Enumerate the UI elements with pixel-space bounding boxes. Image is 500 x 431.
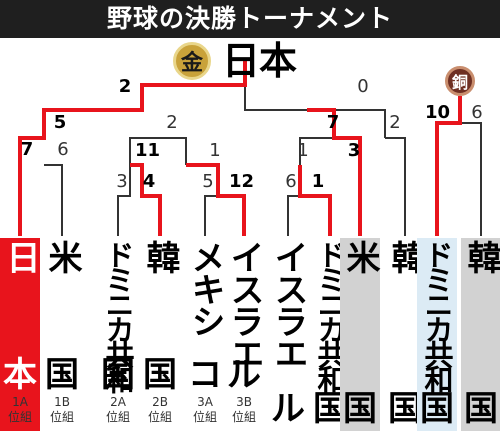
score-final-left: 2: [118, 76, 132, 97]
team-name-tail: 本: [3, 355, 37, 395]
score-final-right: 0: [357, 76, 369, 97]
team-name: 米: [42, 240, 82, 272]
team-seed: 2B: [152, 395, 168, 409]
winner-path-line: [298, 165, 332, 236]
team-name-tail: 国: [388, 389, 422, 429]
page-title: 野球の決勝トーナメント: [106, 4, 393, 33]
team-name: イスラエ: [268, 240, 308, 368]
team-highlight: [417, 238, 457, 431]
team-name-tail: ル: [227, 355, 261, 395]
team-highlight: [340, 238, 380, 431]
team-name-tail: ル: [271, 389, 305, 429]
team-name: 日: [0, 240, 40, 272]
score-qf3-right: 3: [347, 140, 361, 161]
team-highlight: [461, 238, 500, 431]
team-seed: 1A: [12, 395, 28, 409]
score-bronze-right: 6: [471, 102, 483, 123]
team-name-tail: 国: [143, 355, 177, 395]
winner-path-line: [435, 96, 462, 236]
score-r1-a-left: 3: [116, 171, 128, 192]
score-r1-c-left: 6: [285, 171, 297, 192]
bracket-line: [385, 137, 406, 236]
team-name: ドミニカ共和: [101, 240, 135, 390]
team-name-tail: 国: [45, 355, 79, 395]
team-seed-group: 位組: [49, 410, 74, 424]
bronze-medal-icon: 銅: [445, 66, 475, 96]
team-name-tail: 国: [464, 389, 498, 429]
team-seed: 3B: [236, 395, 252, 409]
winner-path-line: [130, 163, 162, 236]
team-seed: 2A: [110, 395, 126, 409]
bracket-line: [141, 84, 245, 110]
score-semi1-left: 5: [53, 112, 67, 133]
score-bronze-left: 10: [425, 102, 451, 123]
winner-path-line: [186, 163, 246, 236]
team-seed-group: 位組: [7, 410, 32, 424]
title-bar: [0, 0, 500, 38]
team-name: メキシ: [185, 240, 225, 336]
bracket-line: [129, 137, 187, 165]
team-seed-group: 位組: [231, 410, 256, 424]
team-seed: 3A: [197, 395, 213, 409]
team-seed-group: 位組: [192, 410, 217, 424]
score-qf1-left: 7: [20, 139, 34, 160]
score-semi1-right: 2: [166, 112, 178, 133]
team-seed: 1B: [54, 395, 70, 409]
score-qf2-right: 1: [209, 140, 221, 161]
bracket-line: [460, 122, 482, 236]
team-name: イスラエ: [224, 240, 264, 368]
score-r1-c-right: 1: [311, 171, 325, 192]
team-seed-group: 位組: [105, 410, 130, 424]
team-name: 米: [340, 240, 380, 272]
team-name: 韓: [461, 240, 500, 272]
team-name: ドミニカ共和: [420, 240, 454, 390]
champion-name: 日本: [222, 39, 297, 83]
score-qf3-left: 1: [297, 140, 309, 161]
score-qf2-left: 11: [135, 140, 161, 161]
team-name-tail: 国: [101, 355, 135, 395]
score-semi2-right: 2: [389, 112, 401, 133]
score-qf1-right: 6: [57, 139, 69, 160]
bracket-line: [117, 165, 131, 236]
team-highlight: [0, 238, 40, 431]
bracket-line: [299, 137, 334, 165]
team-name: 韓: [140, 240, 180, 272]
team-name-tail: 国: [420, 389, 454, 429]
team-name-tail: 国: [343, 389, 377, 429]
score-semi2-left: 7: [326, 112, 340, 133]
team-seed-group: 位組: [147, 410, 172, 424]
winner-path-line: [18, 60, 247, 236]
bracket-line: [307, 109, 386, 138]
bracket-line: [244, 85, 307, 111]
winner-path-line: [307, 108, 362, 236]
bracket-line: [44, 164, 63, 236]
score-r1-b-left: 5: [202, 171, 214, 192]
score-r1-b-right: 12: [229, 171, 255, 192]
gold-medal-icon: 金: [173, 42, 211, 80]
score-r1-a-right: 4: [142, 171, 156, 192]
team-name-tail: コ: [188, 355, 222, 395]
